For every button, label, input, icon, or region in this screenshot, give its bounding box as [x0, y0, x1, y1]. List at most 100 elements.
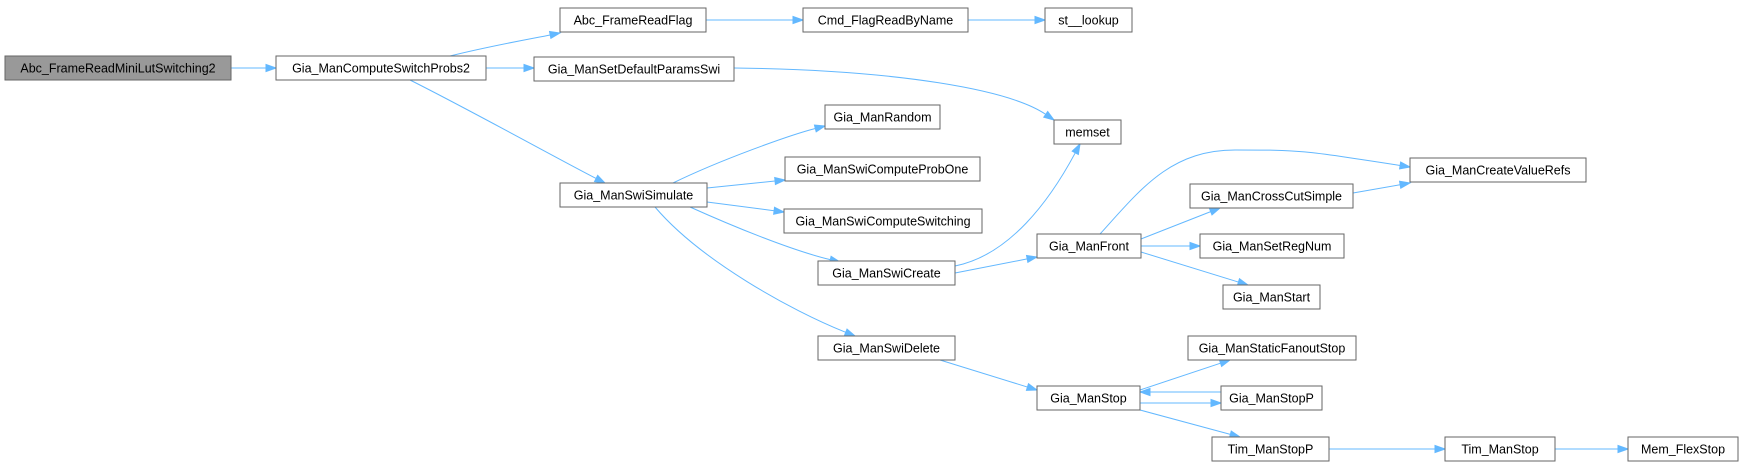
node-label: Tim_ManStop: [1461, 443, 1538, 457]
node-box: [1211, 436, 1330, 462]
node-box: [559, 7, 707, 33]
node-label: Cmd_FlagReadByName: [818, 14, 954, 28]
node-label: Gia_ManComputeSwitchProbs2: [292, 62, 470, 76]
node-label: Gia_ManSwiComputeSwitching: [795, 215, 970, 229]
node-st-lookup[interactable]: st__lookup: [1044, 7, 1133, 33]
node-label: Gia_ManRandom: [834, 111, 932, 125]
edge-arrowhead: [1218, 359, 1232, 368]
node-gia-mancreatevaluerefs[interactable]: Gia_ManCreateValueRefs: [1409, 157, 1587, 183]
edge-swicr-to-memset: [954, 142, 1081, 267]
node-box: [817, 335, 956, 361]
node-gia-manstart[interactable]: Gia_ManStart: [1222, 284, 1321, 310]
node-label: Gia_ManStaticFanoutStop: [1199, 342, 1346, 356]
edge-stop-to-tmsp: [1139, 409, 1242, 439]
edge-arrowhead: [792, 15, 805, 25]
node-gia-mansetdefaultparamsswi[interactable]: Gia_ManSetDefaultParamsSwi: [533, 56, 735, 82]
edge-swicr-to-front: [954, 254, 1039, 274]
edge-tms-to-mfs: [1555, 444, 1630, 454]
node-box: [784, 156, 981, 182]
edge-line: [409, 79, 597, 179]
edge-ccs-to-cvr: [1352, 180, 1412, 194]
edge-csp2-to-frf: [449, 30, 562, 57]
node-memset[interactable]: memset: [1053, 119, 1122, 145]
edge-line: [449, 34, 551, 57]
node-box: [783, 208, 983, 234]
edge-arrowhead: [813, 124, 827, 133]
edge-line: [733, 67, 1047, 115]
edge-line: [689, 206, 831, 261]
edge-line: [706, 180, 776, 189]
node-label: Abc_FrameReadMiniLutSwitching2: [20, 62, 215, 76]
node-label: Tim_ManStopP: [1228, 443, 1314, 457]
node-abc-framereadflag[interactable]: Abc_FrameReadFlag: [559, 7, 707, 33]
node-gia-manstaticfanoutstop[interactable]: Gia_ManStaticFanoutStop: [1187, 335, 1357, 361]
edge-arrowhead: [548, 30, 562, 40]
edge-arrowhead: [1138, 387, 1151, 397]
node-gia-manswisimulate[interactable]: Gia_ManSwiSimulate: [559, 182, 708, 208]
node-gia-manstopp[interactable]: Gia_ManStopP: [1220, 385, 1323, 411]
node-gia-mancrosscutsimple[interactable]: Gia_ManCrossCutSimple: [1189, 183, 1354, 209]
node-tim-manstop[interactable]: Tim_ManStop: [1444, 436, 1556, 462]
edge-arrowhead: [1210, 398, 1223, 408]
node-tim-manstopp[interactable]: Tim_ManStopP: [1211, 436, 1330, 462]
edge-cfrbn-to-stl: [968, 15, 1047, 25]
node-box: [4, 55, 232, 81]
node-label: memset: [1065, 126, 1110, 140]
edge-arrowhead: [1398, 161, 1412, 170]
edge-arrowhead: [1617, 444, 1630, 454]
node-cmd-flagreadbyname[interactable]: Cmd_FlagReadByName: [802, 7, 969, 33]
node-label: Gia_ManFront: [1049, 240, 1129, 254]
edge-arrowhead: [773, 206, 786, 215]
edges-layer: [231, 15, 1630, 454]
node-label: Gia_ManStart: [1233, 291, 1311, 305]
nodes-layer: Abc_FrameReadMiniLutSwitching2 Gia_ManCom…: [4, 7, 1739, 462]
edge-arrowhead: [1034, 15, 1047, 25]
edge-arrowhead: [593, 174, 607, 184]
node-gia-mancomputeswitchprobs2[interactable]: Gia_ManComputeSwitchProbs2: [275, 55, 487, 81]
node-box: [1444, 436, 1556, 462]
node-label: Abc_FrameReadFlag: [574, 14, 693, 28]
edge-arrowhead: [265, 63, 278, 73]
node-gia-manswidelete[interactable]: Gia_ManSwiDelete: [817, 335, 956, 361]
edge-line: [954, 152, 1076, 267]
edge-sdps-to-memset: [733, 67, 1056, 121]
edge-arrowhead: [1042, 110, 1056, 121]
node-gia-manswicomputeswitching[interactable]: Gia_ManSwiComputeSwitching: [783, 208, 983, 234]
edge-front-to-cvr: [1099, 149, 1412, 235]
edge-line: [1140, 251, 1239, 283]
edge-line: [1139, 362, 1221, 391]
node-mem-flexstop[interactable]: Mem_FlexStop: [1627, 436, 1739, 462]
edge-line: [1139, 409, 1231, 435]
edge-root-to-csp2: [231, 63, 278, 73]
edge-swisim-to-rand: [672, 124, 827, 184]
node-box: [802, 7, 969, 33]
node-label: Gia_ManCrossCutSimple: [1201, 190, 1342, 204]
edge-stop-to-stopp: [1140, 398, 1223, 408]
node-box: [1044, 7, 1133, 33]
edge-arrowhead: [1071, 142, 1081, 156]
node-gia-manfront[interactable]: Gia_ManFront: [1036, 233, 1142, 259]
edge-stopp-to-stop: [1138, 387, 1221, 397]
node-label: Gia_ManStop: [1050, 392, 1126, 406]
edge-arrowhead: [1236, 277, 1250, 286]
edge-swidel-to-stop: [939, 359, 1039, 391]
node-box: [559, 182, 708, 208]
edge-line: [654, 206, 846, 333]
node-gia-manswicomputeprobone[interactable]: Gia_ManSwiComputeProbOne: [784, 156, 981, 182]
node-label: Mem_FlexStop: [1641, 443, 1725, 457]
node-abc-framereadminilutswitching2[interactable]: Abc_FrameReadMiniLutSwitching2: [4, 55, 232, 81]
node-label: Gia_ManSetDefaultParamsSwi: [548, 63, 720, 77]
node-box: [1053, 119, 1122, 145]
node-box: [1189, 183, 1354, 209]
edge-line: [672, 128, 816, 184]
node-gia-mansetregnum[interactable]: Gia_ManSetRegNum: [1199, 233, 1345, 259]
node-box: [1199, 233, 1345, 259]
edge-arrowhead: [843, 328, 857, 337]
edge-line: [706, 201, 775, 212]
node-gia-manswicreate[interactable]: Gia_ManSwiCreate: [817, 260, 956, 286]
node-gia-manrandom[interactable]: Gia_ManRandom: [824, 104, 941, 130]
edge-arrowhead: [1208, 207, 1222, 216]
node-gia-manstop[interactable]: Gia_ManStop: [1036, 385, 1141, 411]
edge-front-to-srn: [1141, 241, 1202, 251]
edge-stop-to-sfs: [1139, 359, 1232, 391]
